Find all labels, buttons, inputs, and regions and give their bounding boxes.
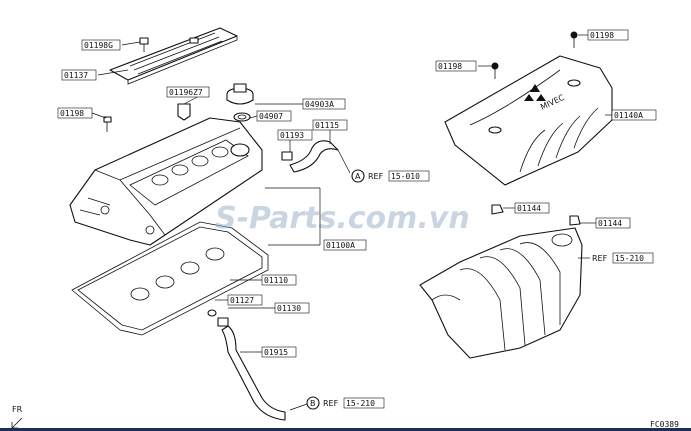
svg-text:01115: 01115 xyxy=(315,121,339,130)
bolt-right-1-part[interactable] xyxy=(570,31,578,49)
svg-text:04903A: 04903A xyxy=(305,100,334,109)
svg-text:REF: REF xyxy=(592,254,608,263)
oil-cap-part[interactable] xyxy=(226,83,254,105)
bottom-strip xyxy=(0,428,691,431)
label-p11[interactable]: 01127 xyxy=(227,294,263,306)
leader-lines xyxy=(91,34,612,411)
svg-text:15-210: 15-210 xyxy=(346,399,375,408)
svg-text:15-210: 15-210 xyxy=(615,254,644,263)
label-p3[interactable]: 01198 xyxy=(57,107,93,119)
svg-text:01915: 01915 xyxy=(264,348,288,357)
svg-text:01137: 01137 xyxy=(64,71,88,80)
label-p13[interactable]: 01915 xyxy=(261,346,297,358)
screw-top-part[interactable] xyxy=(139,37,149,52)
label-p2[interactable]: 01137 xyxy=(61,69,97,81)
svg-text:01110: 01110 xyxy=(264,276,288,285)
svg-text:01144: 01144 xyxy=(598,219,622,228)
pcv-hose-part[interactable] xyxy=(289,140,339,173)
svg-text:01130: 01130 xyxy=(277,304,301,313)
fitting-part[interactable] xyxy=(281,151,293,161)
top-cover-plate-part[interactable] xyxy=(109,27,238,85)
cover-clip-left-part[interactable] xyxy=(491,204,504,215)
watermark: S-Parts.com.vn xyxy=(215,201,470,236)
svg-text:01198: 01198 xyxy=(438,62,462,71)
label-p1[interactable]: 01198G xyxy=(81,39,121,51)
valve-cover-part[interactable] xyxy=(69,117,263,246)
bolt-left-part[interactable] xyxy=(103,116,112,132)
label-r5[interactable]: 01144 xyxy=(595,217,631,229)
svg-text:A: A xyxy=(355,172,361,181)
label-p8[interactable]: 01115 xyxy=(312,119,348,131)
label-p12[interactable]: 01130 xyxy=(274,302,310,314)
bolt-right-2-part[interactable] xyxy=(491,62,499,80)
front-arrow: FR xyxy=(11,405,23,429)
svg-text:FR: FR xyxy=(12,405,23,414)
ref-a[interactable]: A REF 15-010 xyxy=(351,169,430,183)
svg-text:01198: 01198 xyxy=(590,31,614,40)
valve-cover-gasket-part[interactable] xyxy=(71,221,269,336)
label-p10[interactable]: 01110 xyxy=(261,274,297,286)
svg-text:15-010: 15-010 xyxy=(391,172,420,181)
svg-text:01196Z7: 01196Z7 xyxy=(169,88,203,97)
clip-part[interactable] xyxy=(177,103,191,121)
svg-text:01100A: 01100A xyxy=(326,241,355,250)
label-r3[interactable]: 01140A xyxy=(611,109,657,121)
svg-text:01127: 01127 xyxy=(230,296,254,305)
breather-hose-part[interactable] xyxy=(221,325,286,421)
ref-intake[interactable]: REF 15-210 xyxy=(592,252,654,264)
label-r2[interactable]: 01198 xyxy=(435,60,477,72)
svg-text:01198: 01198 xyxy=(60,109,84,118)
svg-text:01140A: 01140A xyxy=(614,111,643,120)
intake-manifold-part[interactable] xyxy=(419,227,583,359)
grommet-part[interactable] xyxy=(207,309,229,327)
svg-text:REF: REF xyxy=(368,172,384,181)
svg-text:B: B xyxy=(310,399,316,408)
svg-text:01193: 01193 xyxy=(280,131,304,140)
label-p9[interactable]: 01100A xyxy=(323,239,367,251)
mivec-engine-cover-part[interactable]: MIVEC xyxy=(444,55,613,186)
label-p4[interactable]: 01196Z7 xyxy=(166,86,210,98)
svg-text:REF: REF xyxy=(323,399,339,408)
svg-text:01198G: 01198G xyxy=(84,41,113,50)
ref-b[interactable]: B REF 15-210 xyxy=(306,396,385,410)
svg-text:01144: 01144 xyxy=(517,204,541,213)
label-r1[interactable]: 01198 xyxy=(587,29,629,41)
figure-code: FC0389 xyxy=(650,420,679,429)
label-p6[interactable]: 04907 xyxy=(256,110,292,122)
cover-clip-right-part[interactable] xyxy=(569,215,581,226)
svg-text:04907: 04907 xyxy=(259,112,283,121)
label-r4[interactable]: 01144 xyxy=(514,202,550,214)
cap-gasket-part[interactable] xyxy=(233,112,251,122)
label-p7[interactable]: 01193 xyxy=(277,129,313,141)
label-p5[interactable]: 04903A xyxy=(302,98,346,110)
